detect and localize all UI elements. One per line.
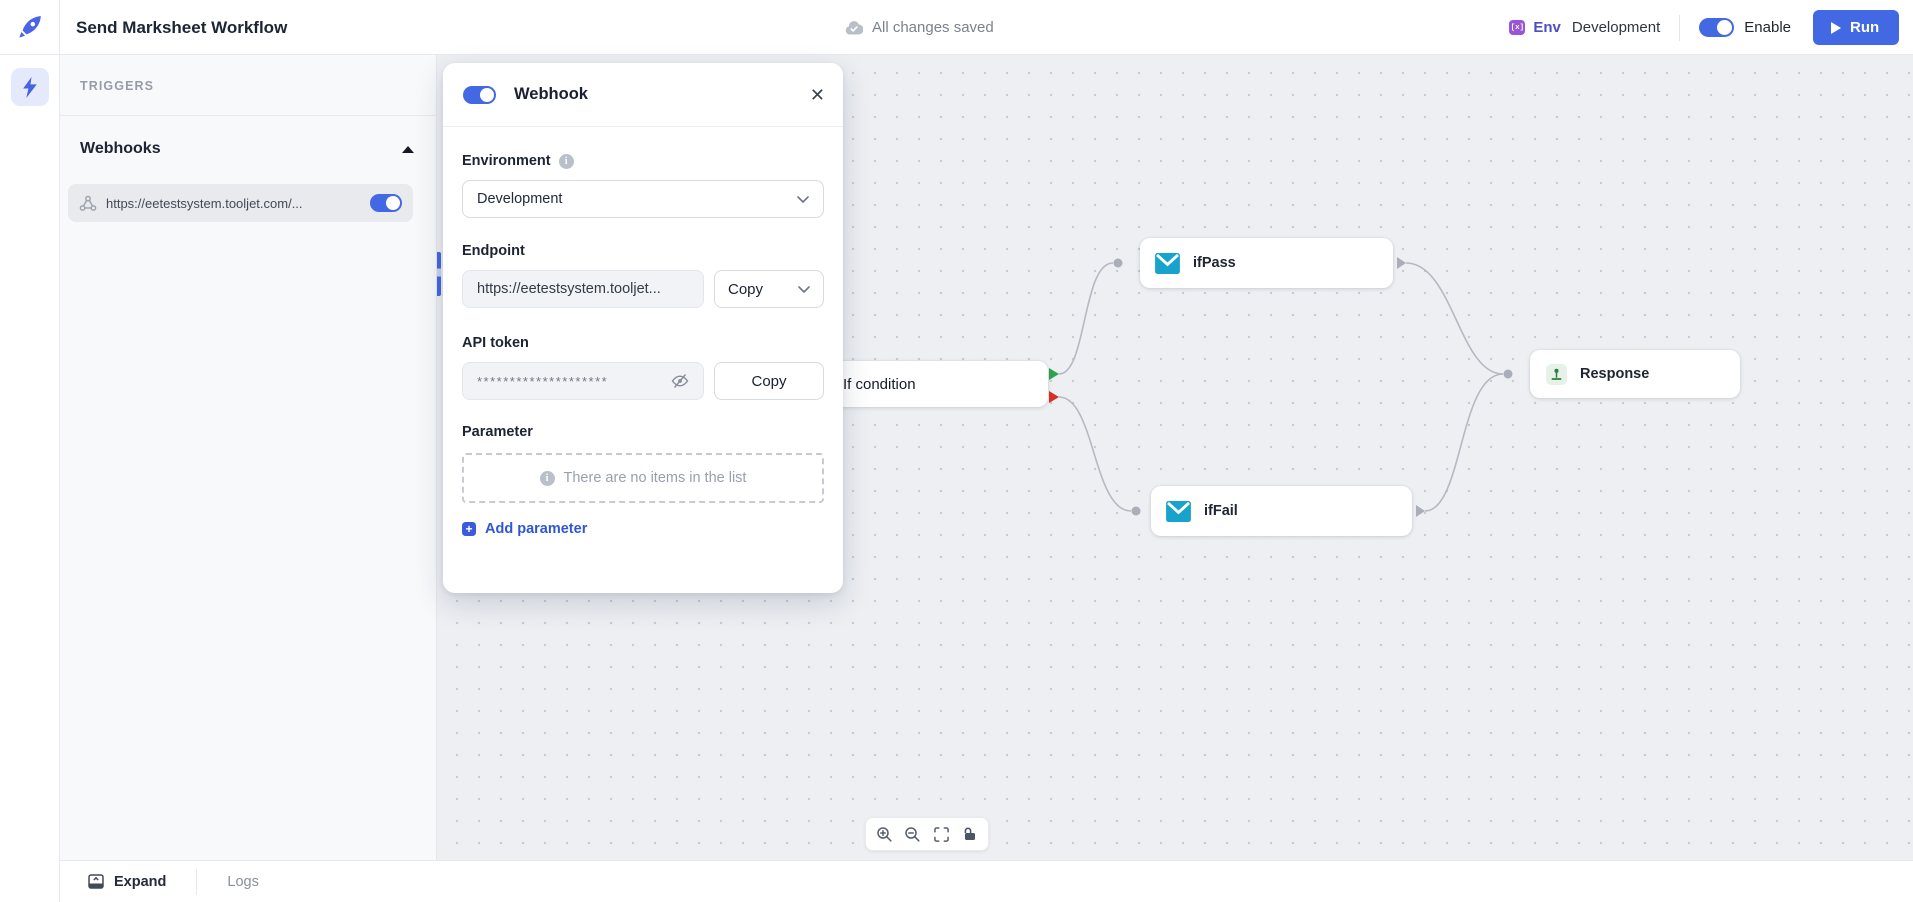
email-icon [1166, 500, 1191, 522]
zoom-in-icon[interactable] [872, 822, 896, 846]
parameter-empty-list: i There are no items in the list [462, 453, 824, 503]
node-label: If condition [843, 375, 916, 393]
webhook-url: https://eetestsystem.tooljet.com/... [106, 195, 303, 211]
env-icon: [x] [1509, 20, 1526, 35]
parameter-label: Parameter [462, 424, 533, 440]
environment-label: Environment [462, 153, 551, 169]
cloud-check-icon [845, 20, 863, 35]
node-response[interactable]: Response [1530, 350, 1740, 398]
api-token-label: API token [462, 335, 529, 351]
endpoint-copy-dropdown[interactable]: Copy [714, 270, 824, 308]
if-false-handle [1049, 391, 1059, 403]
hidden-node-sliver [437, 252, 441, 296]
copy-label: Copy [728, 280, 764, 298]
lock-icon[interactable] [958, 822, 982, 846]
response-icon [1546, 363, 1567, 385]
webhook-list-item[interactable]: https://eetestsystem.tooljet.com/... [68, 184, 413, 222]
node-label: Response [1580, 366, 1650, 382]
webhook-icon [79, 195, 97, 211]
expand-panel-icon [88, 874, 104, 889]
footer-divider [196, 868, 198, 895]
response-input-handle [1503, 369, 1513, 379]
close-icon[interactable]: ✕ [810, 63, 825, 127]
node-iffail[interactable]: ifFail [1151, 486, 1412, 536]
env-value: Development [1571, 19, 1661, 36]
webhook-toggle[interactable] [463, 85, 496, 104]
run-label: Run [1850, 19, 1880, 36]
webhook-panel-title: Webhook [514, 85, 588, 103]
chevron-down-icon [798, 285, 810, 293]
triggers-sidebar: TRIGGERS Webhooks https://eetestsystem.t… [60, 55, 437, 860]
logs-button[interactable]: Logs [227, 873, 259, 890]
canvas-toolbar [865, 817, 989, 851]
webhooks-title: Webhooks [80, 140, 161, 157]
node-label: ifFail [1204, 503, 1238, 519]
environment-selected-value: Development [477, 191, 563, 207]
enable-toggle[interactable] [1699, 18, 1735, 37]
add-parameter-label: Add parameter [485, 521, 588, 537]
endpoint-label: Endpoint [462, 243, 525, 259]
save-status-text: All changes saved [872, 19, 994, 36]
webhook-config-panel: Webhook ✕ Environment i Development Endp… [443, 63, 843, 593]
lightning-icon [22, 76, 37, 98]
iffail-input-handle [1131, 506, 1141, 516]
ifpass-input-handle [1113, 258, 1123, 268]
iffail-output-handle [1416, 505, 1425, 517]
header-controls: [x] Env Development Enable Run [1509, 0, 1899, 55]
save-status: All changes saved [845, 0, 994, 55]
env-label: Env [1533, 19, 1561, 36]
expand-button[interactable]: Expand [88, 874, 166, 890]
add-parameter-button[interactable]: + Add parameter [462, 521, 587, 537]
chevron-down-icon [797, 195, 809, 203]
expand-label: Expand [114, 873, 167, 890]
endpoint-field[interactable]: https://eetestsystem.tooljet... [462, 270, 704, 308]
fit-view-icon[interactable] [929, 822, 953, 846]
workflow-edges [1049, 257, 1513, 517]
edge-if-to-iffail [1058, 396, 1132, 512]
page-title: Send Marksheet Workflow [76, 17, 288, 37]
enable-label: Enable [1744, 19, 1791, 36]
triggers-section-label: TRIGGERS [80, 79, 155, 93]
if-true-handle [1049, 368, 1059, 380]
run-button[interactable]: Run [1813, 10, 1899, 45]
api-token-field[interactable]: ******************** [462, 362, 704, 400]
rocket-icon [18, 16, 41, 38]
sidebar-divider [60, 115, 436, 116]
zoom-out-icon[interactable] [901, 822, 925, 846]
webhook-panel-header: Webhook ✕ [443, 63, 843, 127]
node-ifpass[interactable]: ifPass [1140, 238, 1393, 288]
webhooks-section-header[interactable]: Webhooks [80, 137, 414, 161]
app-header: Send Marksheet Workflow All changes save… [0, 0, 1913, 55]
plus-icon: + [462, 522, 476, 536]
environment-selector[interactable]: [x] Env Development [1509, 19, 1660, 36]
triggers-rail-button[interactable] [11, 68, 49, 106]
parameter-empty-text: There are no items in the list [563, 470, 747, 486]
play-icon [1831, 21, 1841, 34]
left-rail [0, 55, 60, 902]
info-icon: i [539, 470, 555, 486]
edge-if-to-ifpass [1058, 262, 1114, 375]
eye-off-icon[interactable] [671, 373, 689, 389]
info-icon: i [558, 153, 574, 169]
node-label: ifPass [1193, 255, 1236, 271]
edge-iffail-to-response [1424, 373, 1504, 512]
webhook-enable-toggle[interactable] [370, 194, 402, 212]
bottom-bar: Expand Logs [60, 860, 1913, 902]
ifpass-output-handle [1397, 257, 1406, 269]
token-copy-button[interactable]: Copy [714, 362, 824, 400]
email-icon [1155, 252, 1180, 274]
app-logo[interactable] [0, 0, 60, 54]
api-token-masked-value: ******************** [477, 373, 609, 389]
header-divider [1679, 14, 1681, 41]
edge-ifpass-to-response [1405, 262, 1504, 375]
collapse-icon[interactable] [402, 145, 414, 153]
environment-select[interactable]: Development [462, 180, 824, 218]
webhook-panel-body: Environment i Development Endpoint https… [443, 153, 843, 537]
